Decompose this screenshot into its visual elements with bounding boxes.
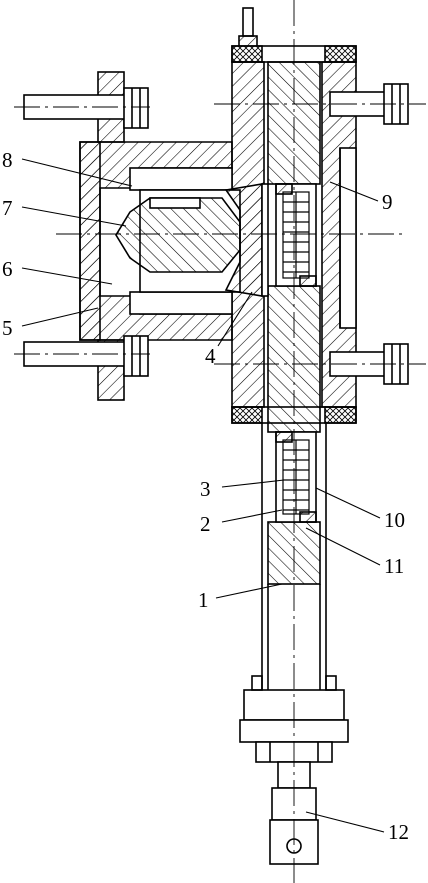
callout-2: 2	[200, 512, 211, 536]
callout-8: 8	[2, 148, 13, 172]
callout-7: 7	[2, 196, 13, 220]
callout-11: 11	[384, 554, 405, 578]
leader-lines	[21, 158, 385, 833]
callout-10: 10	[384, 508, 405, 532]
lower-spring-pack	[282, 439, 310, 515]
drawing-lines	[23, 7, 409, 865]
bottom-seal-left	[231, 406, 263, 424]
callout-3: 3	[200, 477, 211, 501]
bottom-seal-right	[324, 406, 357, 424]
callout-6: 6	[2, 257, 13, 281]
upper-spring-pack	[282, 191, 310, 279]
top-seal-left	[231, 45, 263, 63]
callout-9: 9	[382, 190, 393, 214]
top-seal-right	[324, 45, 357, 63]
top-stem	[242, 7, 254, 37]
valve-plunger	[115, 197, 241, 273]
center-lines	[14, 0, 426, 883]
callout-1: 1	[198, 588, 209, 612]
callout-5: 5	[2, 316, 13, 340]
callout-12: 12	[388, 820, 409, 844]
callout-4: 4	[205, 344, 216, 368]
